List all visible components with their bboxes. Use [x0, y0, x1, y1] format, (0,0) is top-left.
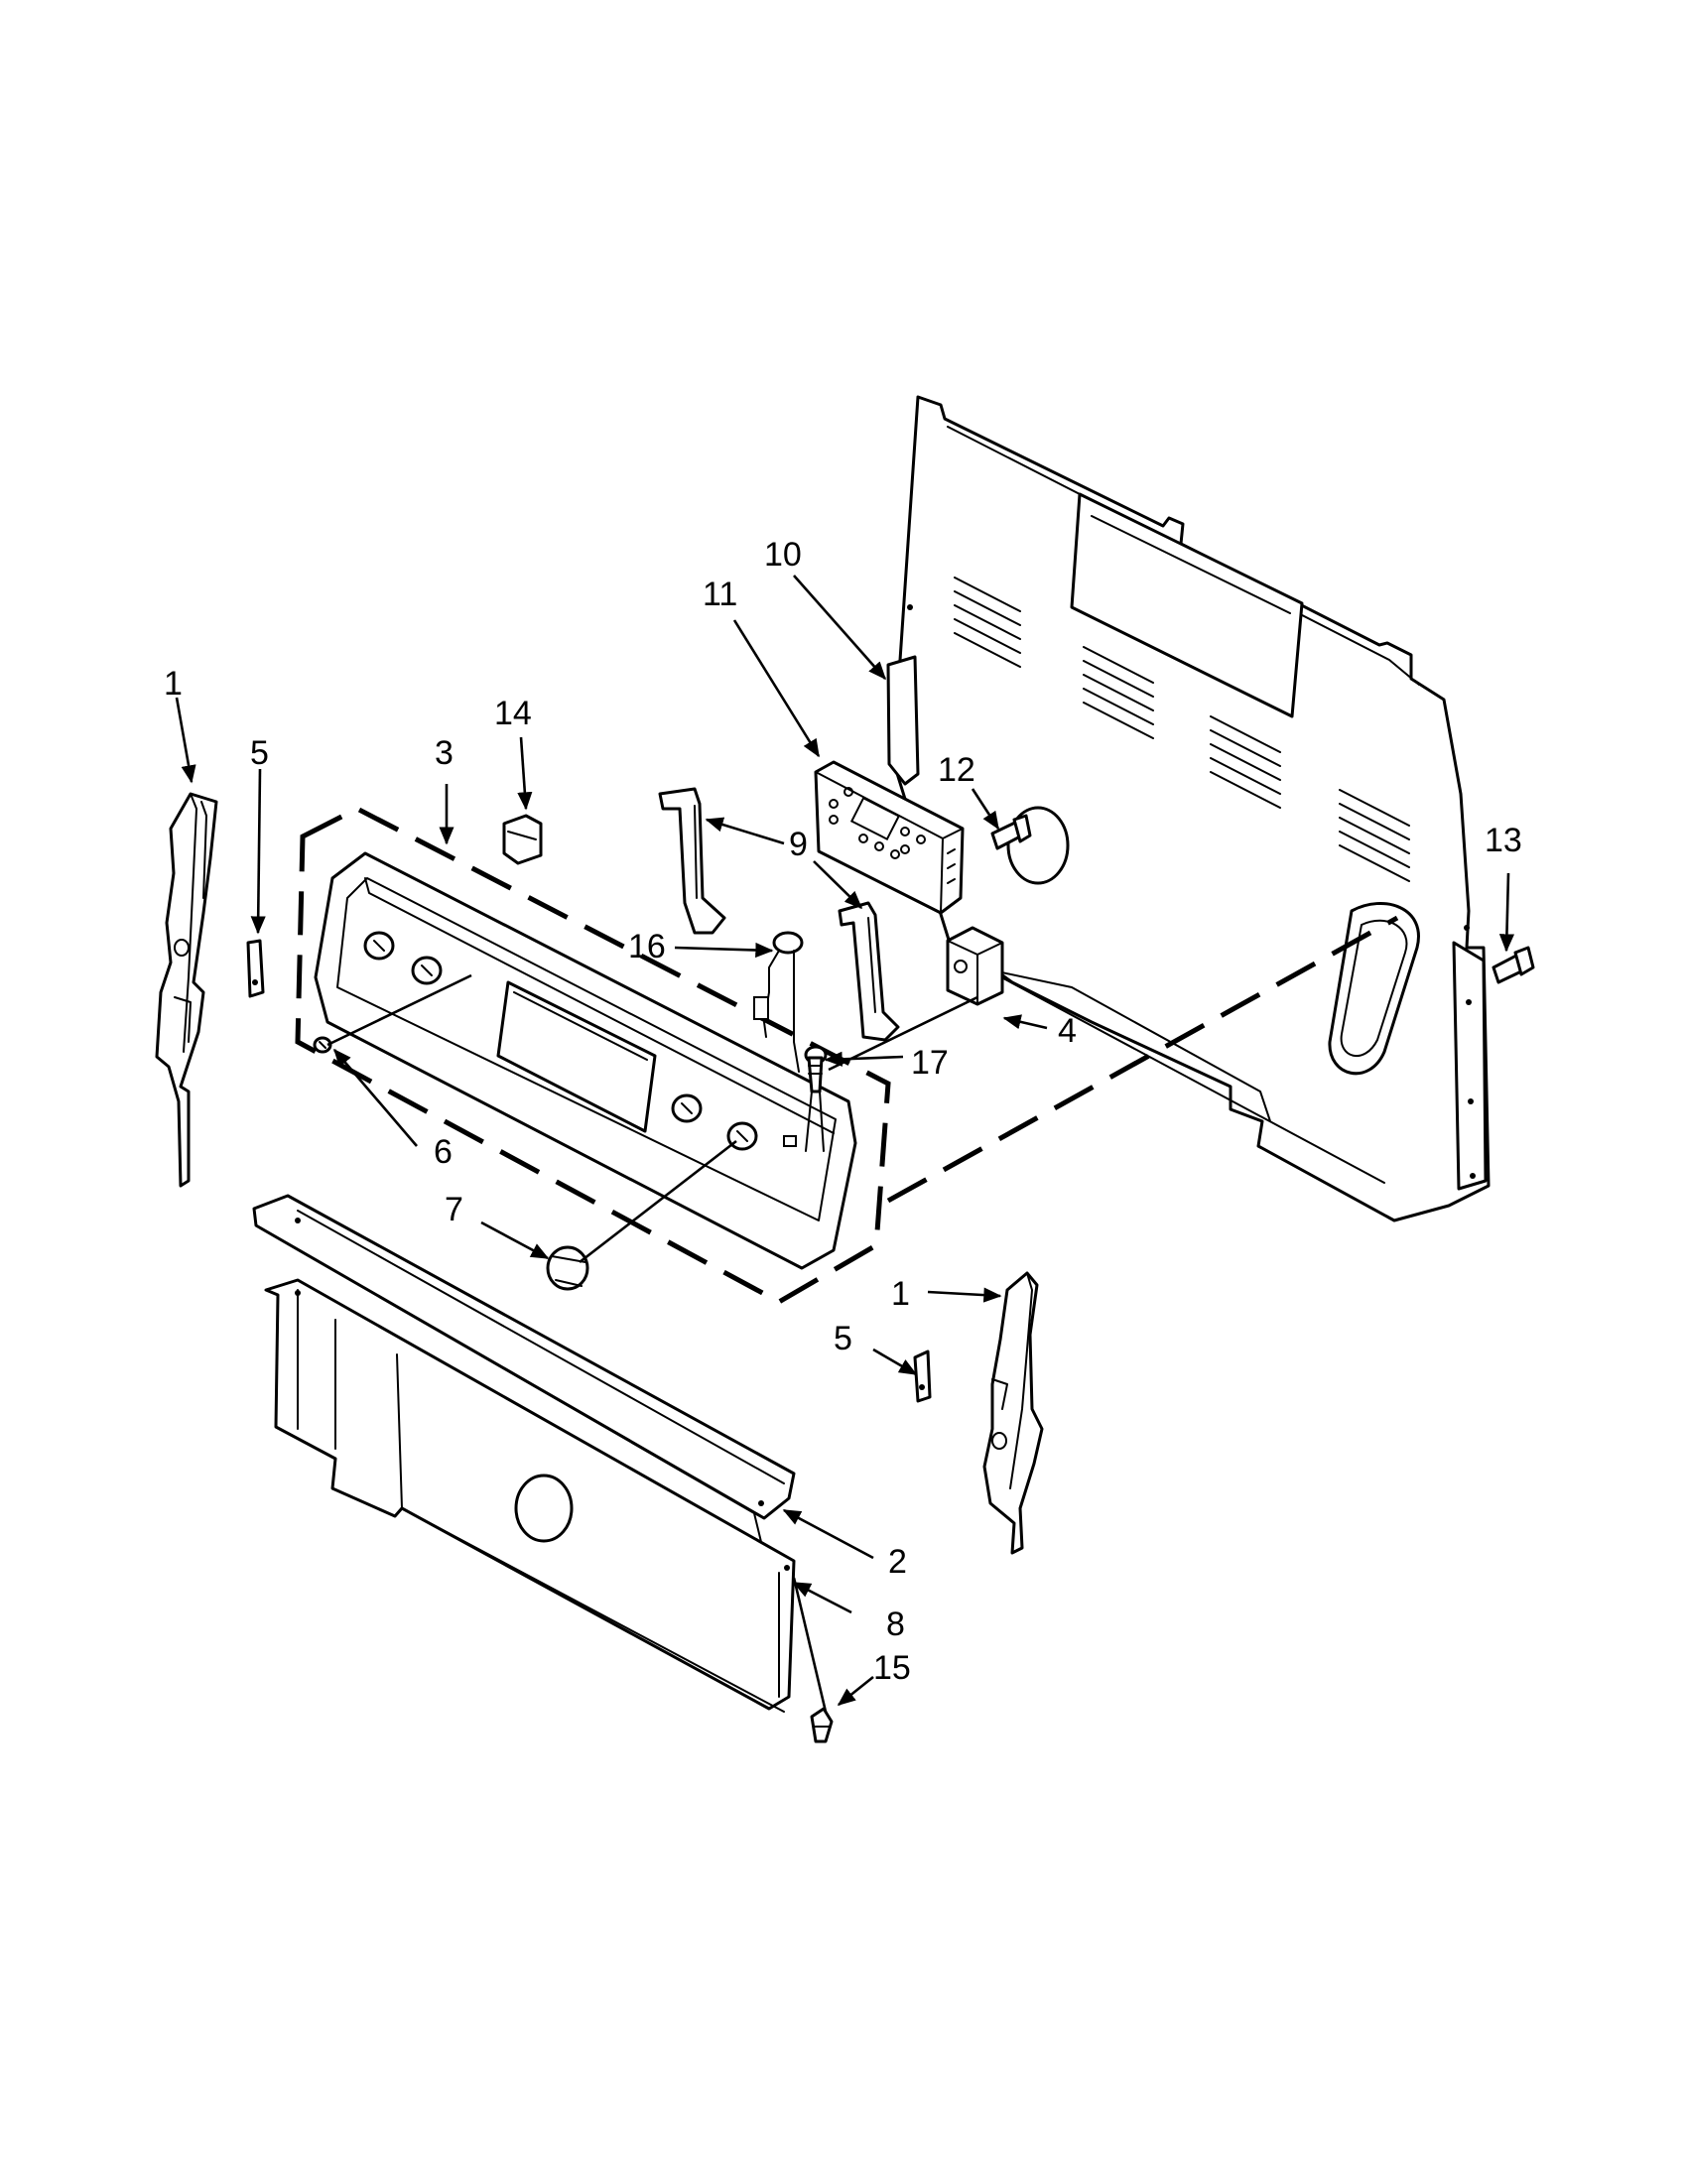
callout-5-upper: 5	[250, 734, 269, 772]
lower-back-panel	[264, 1278, 796, 1713]
callout-16: 16	[628, 928, 666, 965]
bracket-left	[658, 787, 726, 935]
control-panel	[314, 851, 857, 1270]
screw-6	[313, 1036, 332, 1054]
bracket-right	[838, 901, 900, 1042]
pivot-clip-right	[913, 1349, 932, 1403]
rear-panel	[886, 395, 1491, 1222]
end-cap-left	[155, 792, 218, 1188]
callout-13: 13	[1485, 822, 1522, 859]
callout-14: 14	[494, 695, 532, 732]
electronic-control-board	[814, 760, 965, 915]
callout-1-lower: 1	[891, 1275, 910, 1313]
pivot-clip-left	[246, 939, 265, 998]
screw-12	[990, 814, 1032, 850]
panel-alignment-line	[886, 915, 1399, 1204]
leader-lines	[175, 575, 1515, 1713]
overlay-clip	[502, 814, 543, 865]
callout-15: 15	[873, 1649, 911, 1687]
callout-1-upper: 1	[164, 665, 183, 703]
manifold-cover	[252, 1194, 796, 1547]
callout-2: 2	[888, 1543, 907, 1581]
callout-6: 6	[434, 1133, 453, 1171]
callout-12: 12	[938, 751, 975, 789]
screw-13	[1492, 946, 1535, 984]
callout-5-lower: 5	[834, 1320, 852, 1357]
wire-harness-sensor	[753, 931, 804, 1073]
console-assembly-outline	[295, 806, 891, 1305]
callout-3: 3	[435, 734, 454, 772]
terminal-fuse	[804, 1045, 828, 1152]
callout-9: 9	[789, 826, 808, 863]
end-cap-right	[982, 1271, 1044, 1555]
callout-8: 8	[886, 1606, 905, 1643]
screw-15	[810, 1707, 834, 1743]
callout-4: 4	[1058, 1012, 1077, 1050]
selector-switch	[946, 926, 1004, 1006]
callout-17: 17	[911, 1044, 949, 1082]
callout-11: 11	[703, 576, 737, 613]
callout-7: 7	[445, 1191, 463, 1228]
control-knob	[546, 1245, 589, 1291]
callout-labels: 1 5 3 14 11 10 12 9 13 16 17 4 6 7 1 5 2…	[164, 536, 1522, 1687]
callout-10: 10	[764, 536, 802, 574]
